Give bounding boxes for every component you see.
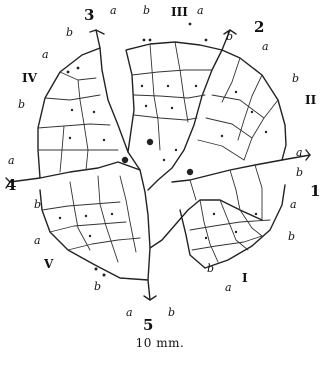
label-a: a [197,4,204,17]
label-b: b [18,98,25,111]
label-b: b [94,280,101,293]
label-III: III [171,5,188,19]
label-b: b [66,26,73,39]
label-a: a [126,306,133,319]
label-b: b [288,230,295,243]
label-2: 2 [254,18,264,36]
label-5: 5 [143,316,153,334]
label-II: II [305,93,317,107]
label-b: b [34,198,41,211]
label-b: b [226,30,233,43]
label-b: b [296,166,303,179]
label-I: I [242,271,248,285]
label-a: a [42,48,49,61]
label-b: b [143,4,150,17]
label-a: a [262,40,269,53]
label-4: 4 [6,176,16,194]
label-b: b [292,72,299,85]
label-3: 3 [84,6,94,24]
labels: 3 2 4 1 5 III II IV V I a b a b a b a b … [6,4,320,334]
label-a: a [290,198,297,211]
label-a: a [34,234,41,247]
label-a: a [8,154,15,167]
label-b: b [207,262,214,275]
label-a: a [110,4,117,17]
scale-caption: 10 mm. [0,336,320,350]
label-a: a [225,281,232,294]
label-b: b [168,306,175,319]
label-IV: IV [22,71,38,85]
label-1: 1 [310,182,320,200]
label-a: a [296,146,303,159]
label-V: V [43,257,54,271]
